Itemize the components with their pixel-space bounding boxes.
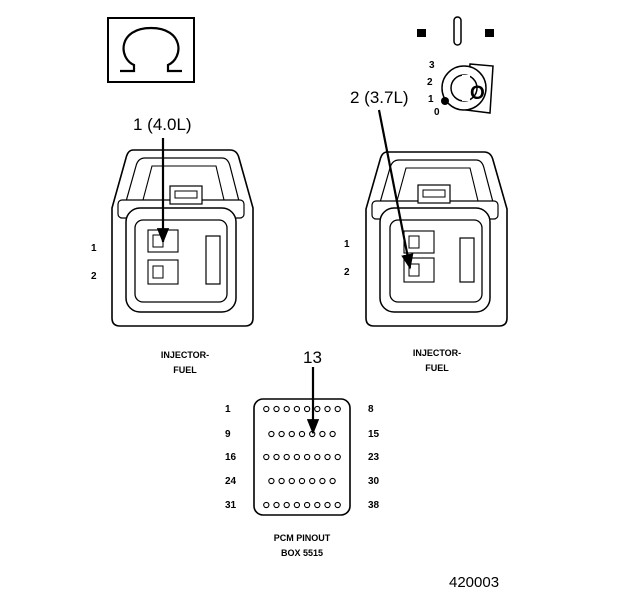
pcm-caption-line2: BOX 5515	[280, 548, 324, 558]
pcm-pin	[309, 477, 316, 485]
right-connector-pin-2: 2	[344, 267, 350, 278]
pcm-pin-grid	[263, 405, 341, 509]
left-caption-line1: INJECTOR-	[160, 350, 210, 360]
key-bow-icon: O	[441, 63, 494, 114]
pcm-pin	[319, 430, 326, 438]
pcm-pin	[268, 477, 275, 485]
left-connector-pin-1: 1	[91, 243, 97, 254]
left-connector-pin-2: 2	[91, 271, 97, 282]
ohm-icon	[107, 17, 195, 83]
pcm-caption-line1: PCM PINOUT	[273, 533, 331, 543]
pcm-pin	[278, 430, 285, 438]
pcm-left-label-2: 9	[225, 429, 231, 440]
pcm-pin	[263, 405, 270, 413]
right-connector-caption: INJECTOR- FUEL	[392, 348, 482, 373]
pcm-pin	[288, 477, 295, 485]
ignition-icon: O	[417, 16, 494, 114]
figure-id: 420003	[449, 574, 500, 591]
pcm-left-label-1: 1	[225, 404, 231, 415]
right-caption-line2: FUEL	[425, 363, 449, 373]
right-connector-callout: 2 (3.7L)	[350, 88, 409, 107]
pcm-pin	[329, 477, 336, 485]
right-caption-line1: INJECTOR-	[412, 348, 462, 358]
pcm-left-label-4: 24	[225, 476, 237, 487]
pcm-pin	[293, 453, 301, 461]
pcm-pin	[283, 501, 290, 509]
pcm-pin	[263, 453, 270, 461]
pcm-pin	[319, 477, 326, 485]
pcm-left-label-3: 16	[225, 452, 237, 463]
pcm-right-label-2: 15	[368, 429, 380, 440]
pcm-pin	[283, 405, 290, 413]
pcm-pin	[334, 453, 341, 461]
pcm-pin	[314, 501, 321, 509]
pcm-pin	[303, 453, 311, 461]
right-callout-leader	[377, 109, 414, 270]
left-connector	[111, 138, 254, 327]
pcm-pin	[324, 405, 331, 413]
pcm-right-label-5: 38	[368, 500, 380, 511]
pcm-pin	[324, 501, 331, 509]
pcm-pin	[314, 453, 321, 461]
pcm-pin	[314, 405, 321, 413]
pcm-right-label-3: 23	[368, 452, 380, 463]
pcm-pin	[329, 430, 336, 438]
left-caption-line2: FUEL	[173, 365, 197, 375]
pcm-caption: PCM PINOUT BOX 5515	[257, 533, 347, 558]
right-connector-pin-1: 1	[344, 239, 350, 250]
pcm-pin	[283, 453, 290, 461]
ignition-position-3: 3	[429, 60, 435, 71]
pcm-pinout	[253, 367, 351, 516]
left-connector-callout: 1 (4.0L)	[133, 115, 192, 134]
pcm-pin	[334, 405, 341, 413]
pcm-left-label-5: 31	[225, 500, 237, 511]
pcm-pin	[298, 430, 306, 438]
pcm-pin	[303, 501, 311, 509]
left-connector-caption: INJECTOR- FUEL	[140, 350, 230, 375]
pcm-pin	[268, 430, 275, 438]
ignition-position-0: 0	[434, 107, 440, 118]
key-letter-icon: O	[470, 83, 485, 104]
pcm-pin	[288, 430, 295, 438]
ignition-position-1: 1	[428, 94, 434, 105]
right-connector	[365, 109, 508, 327]
pcm-pin	[298, 477, 306, 485]
pcm-pin	[293, 501, 301, 509]
ignition-position-2: 2	[427, 77, 433, 88]
pcm-right-label-4: 30	[368, 476, 380, 487]
pcm-callout: 13	[303, 348, 322, 367]
pcm-pin	[334, 501, 341, 509]
pcm-pin	[293, 405, 301, 413]
pcm-pin	[273, 405, 280, 413]
pcm-right-label-1: 8	[368, 404, 374, 415]
pcm-pin	[263, 501, 270, 509]
pcm-pin	[324, 453, 331, 461]
pcm-pin	[273, 501, 280, 509]
pcm-pin	[273, 453, 280, 461]
pcm-pin	[303, 405, 311, 413]
pcm-pin	[278, 477, 285, 485]
